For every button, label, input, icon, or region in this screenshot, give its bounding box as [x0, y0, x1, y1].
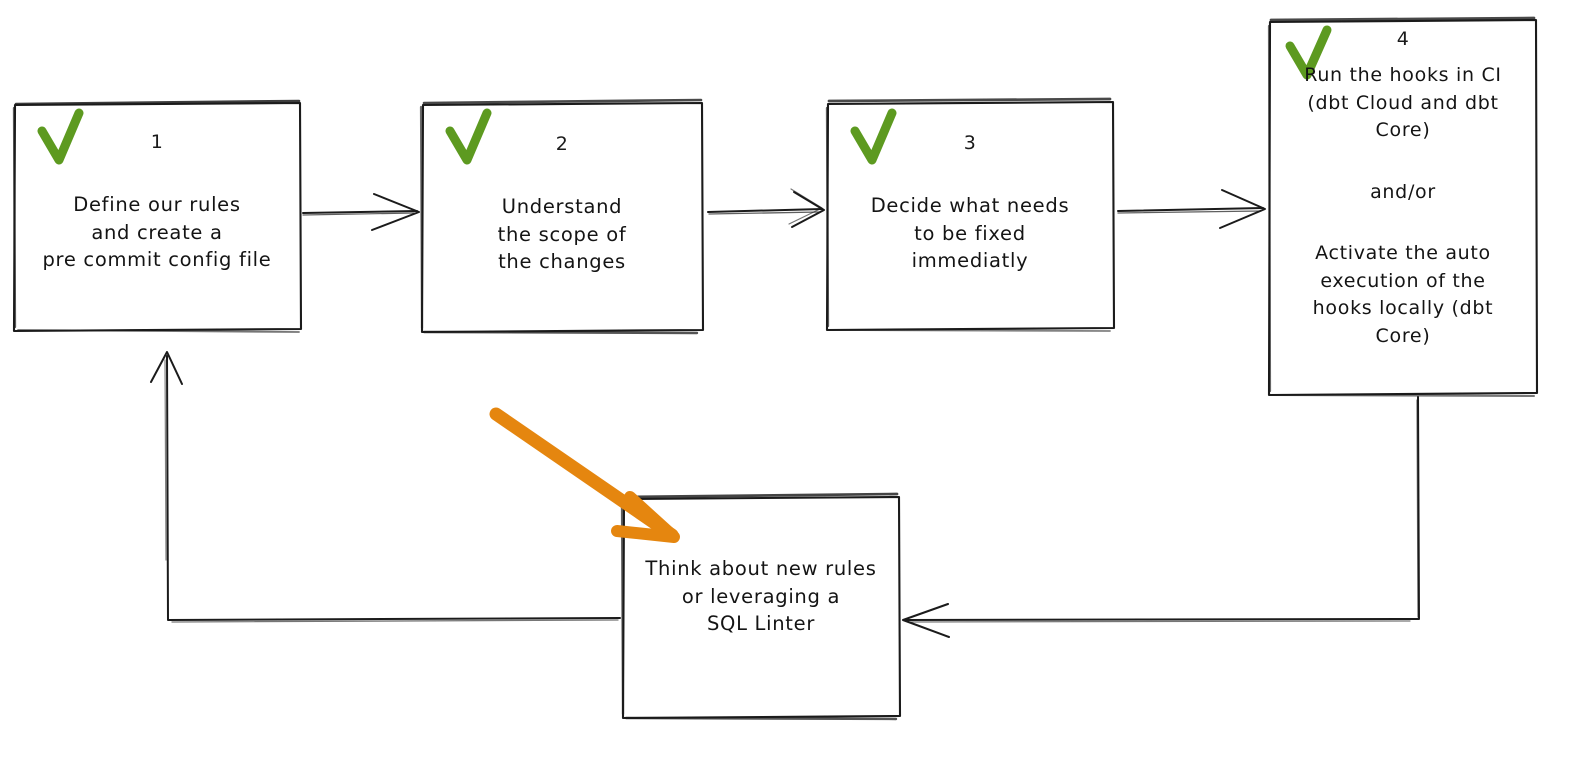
node-2-check-placeholder [435, 111, 491, 167]
flow-node-4[interactable]: 4 Run the hooks in CI (dbt Cloud and dbt… [1268, 20, 1538, 396]
node-4-number: 4 [1396, 28, 1410, 50]
flow-node-5[interactable]: Think about new rules or leveraging a SQ… [622, 497, 900, 718]
flow-node-2[interactable]: 2 Understand the scope of the changes [421, 103, 703, 332]
node-1-text: Define our rules and create a pre commit… [42, 193, 272, 272]
node-2-text: Understand the scope of the changes [497, 195, 627, 274]
node-3-check-placeholder [840, 110, 896, 166]
node-5-text: Think about new rules or leveraging a SQ… [645, 557, 877, 636]
node-3-text: Decide what needs to be fixed immediatly [870, 194, 1070, 273]
edge-2-to-3 [707, 188, 825, 228]
node-4-text-part-3: Activate the auto execution of the hooks… [1312, 242, 1494, 347]
node-4-check-placeholder [1282, 42, 1338, 98]
edge-1-to-2 [302, 193, 420, 231]
node-4-text-part-2: and/or [1370, 180, 1436, 203]
node-1-number: 1 [150, 131, 164, 153]
flow-node-3[interactable]: 3 Decide what needs to be fixed immediat… [826, 102, 1114, 331]
edge-3-to-4 [1117, 189, 1266, 229]
node-3-number: 3 [963, 132, 977, 154]
node-1-check-placeholder [27, 111, 83, 167]
edge-5-to-1 [150, 351, 621, 623]
node-4-text-part-1: Run the hooks in CI (dbt Cloud and dbt C… [1304, 64, 1502, 142]
edge-4-to-5 [902, 396, 1420, 638]
flow-node-1[interactable]: 1 Define our rules and create a pre comm… [13, 103, 301, 331]
node-2-number: 2 [555, 133, 569, 155]
